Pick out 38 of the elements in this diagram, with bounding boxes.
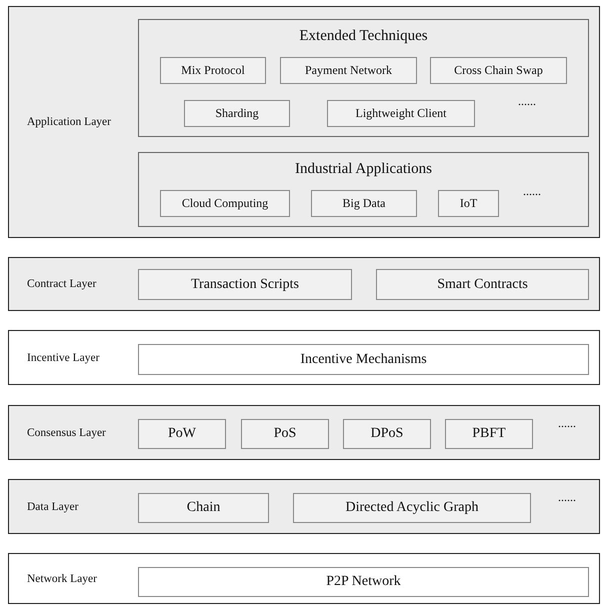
group-box xyxy=(138,152,589,227)
layer-label: Network Layer xyxy=(27,572,97,584)
component-box: PoW xyxy=(138,419,226,449)
layer-band xyxy=(8,553,600,604)
layer-band xyxy=(8,405,600,460)
layer-label: Consensus Layer xyxy=(27,426,106,438)
group-box xyxy=(138,19,589,137)
ellipsis-text: ...... xyxy=(557,490,577,505)
component-box: Mix Protocol xyxy=(160,57,266,84)
layer-band xyxy=(8,479,600,534)
component-box: DPoS xyxy=(343,419,431,449)
component-box: Lightweight Client xyxy=(327,100,475,127)
component-box: Big Data xyxy=(311,190,417,217)
component-box: Smart Contracts xyxy=(376,269,589,300)
component-box: PBFT xyxy=(445,419,533,449)
component-box: Directed Acyclic Graph xyxy=(293,493,531,523)
layer-band xyxy=(8,6,600,238)
group-title: Industrial Applications xyxy=(294,161,434,178)
component-box: P2P Network xyxy=(138,567,589,597)
layer-band xyxy=(8,330,600,385)
component-box: Cross Chain Swap xyxy=(430,57,567,84)
layer-label: Data Layer xyxy=(27,500,78,512)
ellipsis-text: ...... xyxy=(517,94,537,109)
group-title: Extended Techniques xyxy=(298,28,429,45)
ellipsis-text: ...... xyxy=(557,416,577,431)
component-box: Cloud Computing xyxy=(160,190,290,217)
component-box: PoS xyxy=(241,419,329,449)
layer-label: Incentive Layer xyxy=(27,352,100,364)
layer-label: Application Layer xyxy=(27,116,111,128)
component-box: Sharding xyxy=(184,100,290,127)
component-box: Transaction Scripts xyxy=(138,269,352,300)
component-box: IoT xyxy=(438,190,499,217)
layer-label: Contract Layer xyxy=(27,278,96,290)
component-box: Incentive Mechanisms xyxy=(138,344,589,375)
layer-band xyxy=(8,257,600,311)
component-box: Payment Network xyxy=(280,57,417,84)
component-box: Chain xyxy=(138,493,269,523)
ellipsis-text: ...... xyxy=(522,184,542,199)
